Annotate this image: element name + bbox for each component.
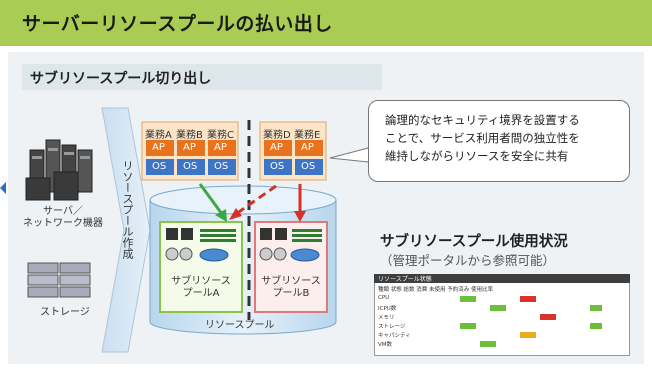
service-label: 業務D <box>263 130 291 141</box>
service-label: 業務B <box>176 130 203 141</box>
portal-row: VM数 <box>378 342 393 348</box>
service-label: 業務C <box>207 130 234 141</box>
status-cell <box>540 314 556 320</box>
portal-row: メモリ <box>378 315 395 321</box>
status-cell <box>480 341 496 347</box>
portal-row: ストレージ <box>378 324 406 330</box>
section-header-bar <box>22 64 382 90</box>
portal-header-row: 種類 状態 総数 消費 未使用 予約済み 使用比率 <box>378 287 493 293</box>
callout-box <box>368 100 630 182</box>
os-label: OS <box>270 161 285 172</box>
section-title: サブリソースプール切り出し <box>30 71 212 87</box>
service-label: 業務A <box>145 130 172 141</box>
os-label: OS <box>183 161 198 172</box>
resource-pool-label: リソースプール <box>205 320 275 331</box>
arrow-label: リソースプール作成 <box>121 160 134 259</box>
disk-icon <box>165 247 320 262</box>
portal-title-bar <box>374 274 630 283</box>
status-cell <box>590 323 602 329</box>
ap-label: AP <box>270 142 283 153</box>
sub-pool-b-label: サブリソース プールB <box>261 276 321 299</box>
usage-title: サブリソースプール使用状況 <box>380 234 568 250</box>
portal-title: リソースプール状態 <box>378 276 432 283</box>
portal-screenshot <box>374 274 630 356</box>
callout-text: 論理的なセキュリティ境界を設置する ことで、サービス利用者間の独立性を 維持しな… <box>385 113 580 163</box>
storage-label: ストレージ <box>40 307 90 318</box>
memory-module-icon <box>200 229 322 242</box>
portal-row: キャパシティ <box>378 333 411 339</box>
status-cell <box>590 305 602 311</box>
status-cell <box>460 296 476 302</box>
resource-pool-arrow <box>101 107 151 353</box>
ap-label: AP <box>214 142 227 153</box>
ap-label: AP <box>301 142 314 153</box>
status-cell <box>490 305 506 311</box>
cpu-chip-icon <box>166 228 287 240</box>
server-label: サーバ／ ネットワーク機器 <box>23 206 103 229</box>
portal-row: CPU <box>378 295 390 301</box>
status-cell <box>460 323 476 329</box>
page-title: サーバーリソースプールの払い出し <box>22 13 333 35</box>
header-banner <box>0 0 652 46</box>
sub-pool-a-label: サブリソース プールA <box>171 276 231 299</box>
usage-subtitle: （管理ポータルから参照可能） <box>380 253 556 268</box>
ap-label: AP <box>152 142 165 153</box>
os-label: OS <box>152 161 167 172</box>
storage-array-icon <box>27 262 91 298</box>
os-label: OS <box>301 161 316 172</box>
service-label: 業務E <box>294 130 321 141</box>
server-rack-icon <box>25 139 93 201</box>
status-cell <box>520 332 536 338</box>
status-cell <box>520 296 536 302</box>
ap-label: AP <box>183 142 196 153</box>
os-label: OS <box>214 161 229 172</box>
portal-row: ICPU数 <box>378 306 397 312</box>
